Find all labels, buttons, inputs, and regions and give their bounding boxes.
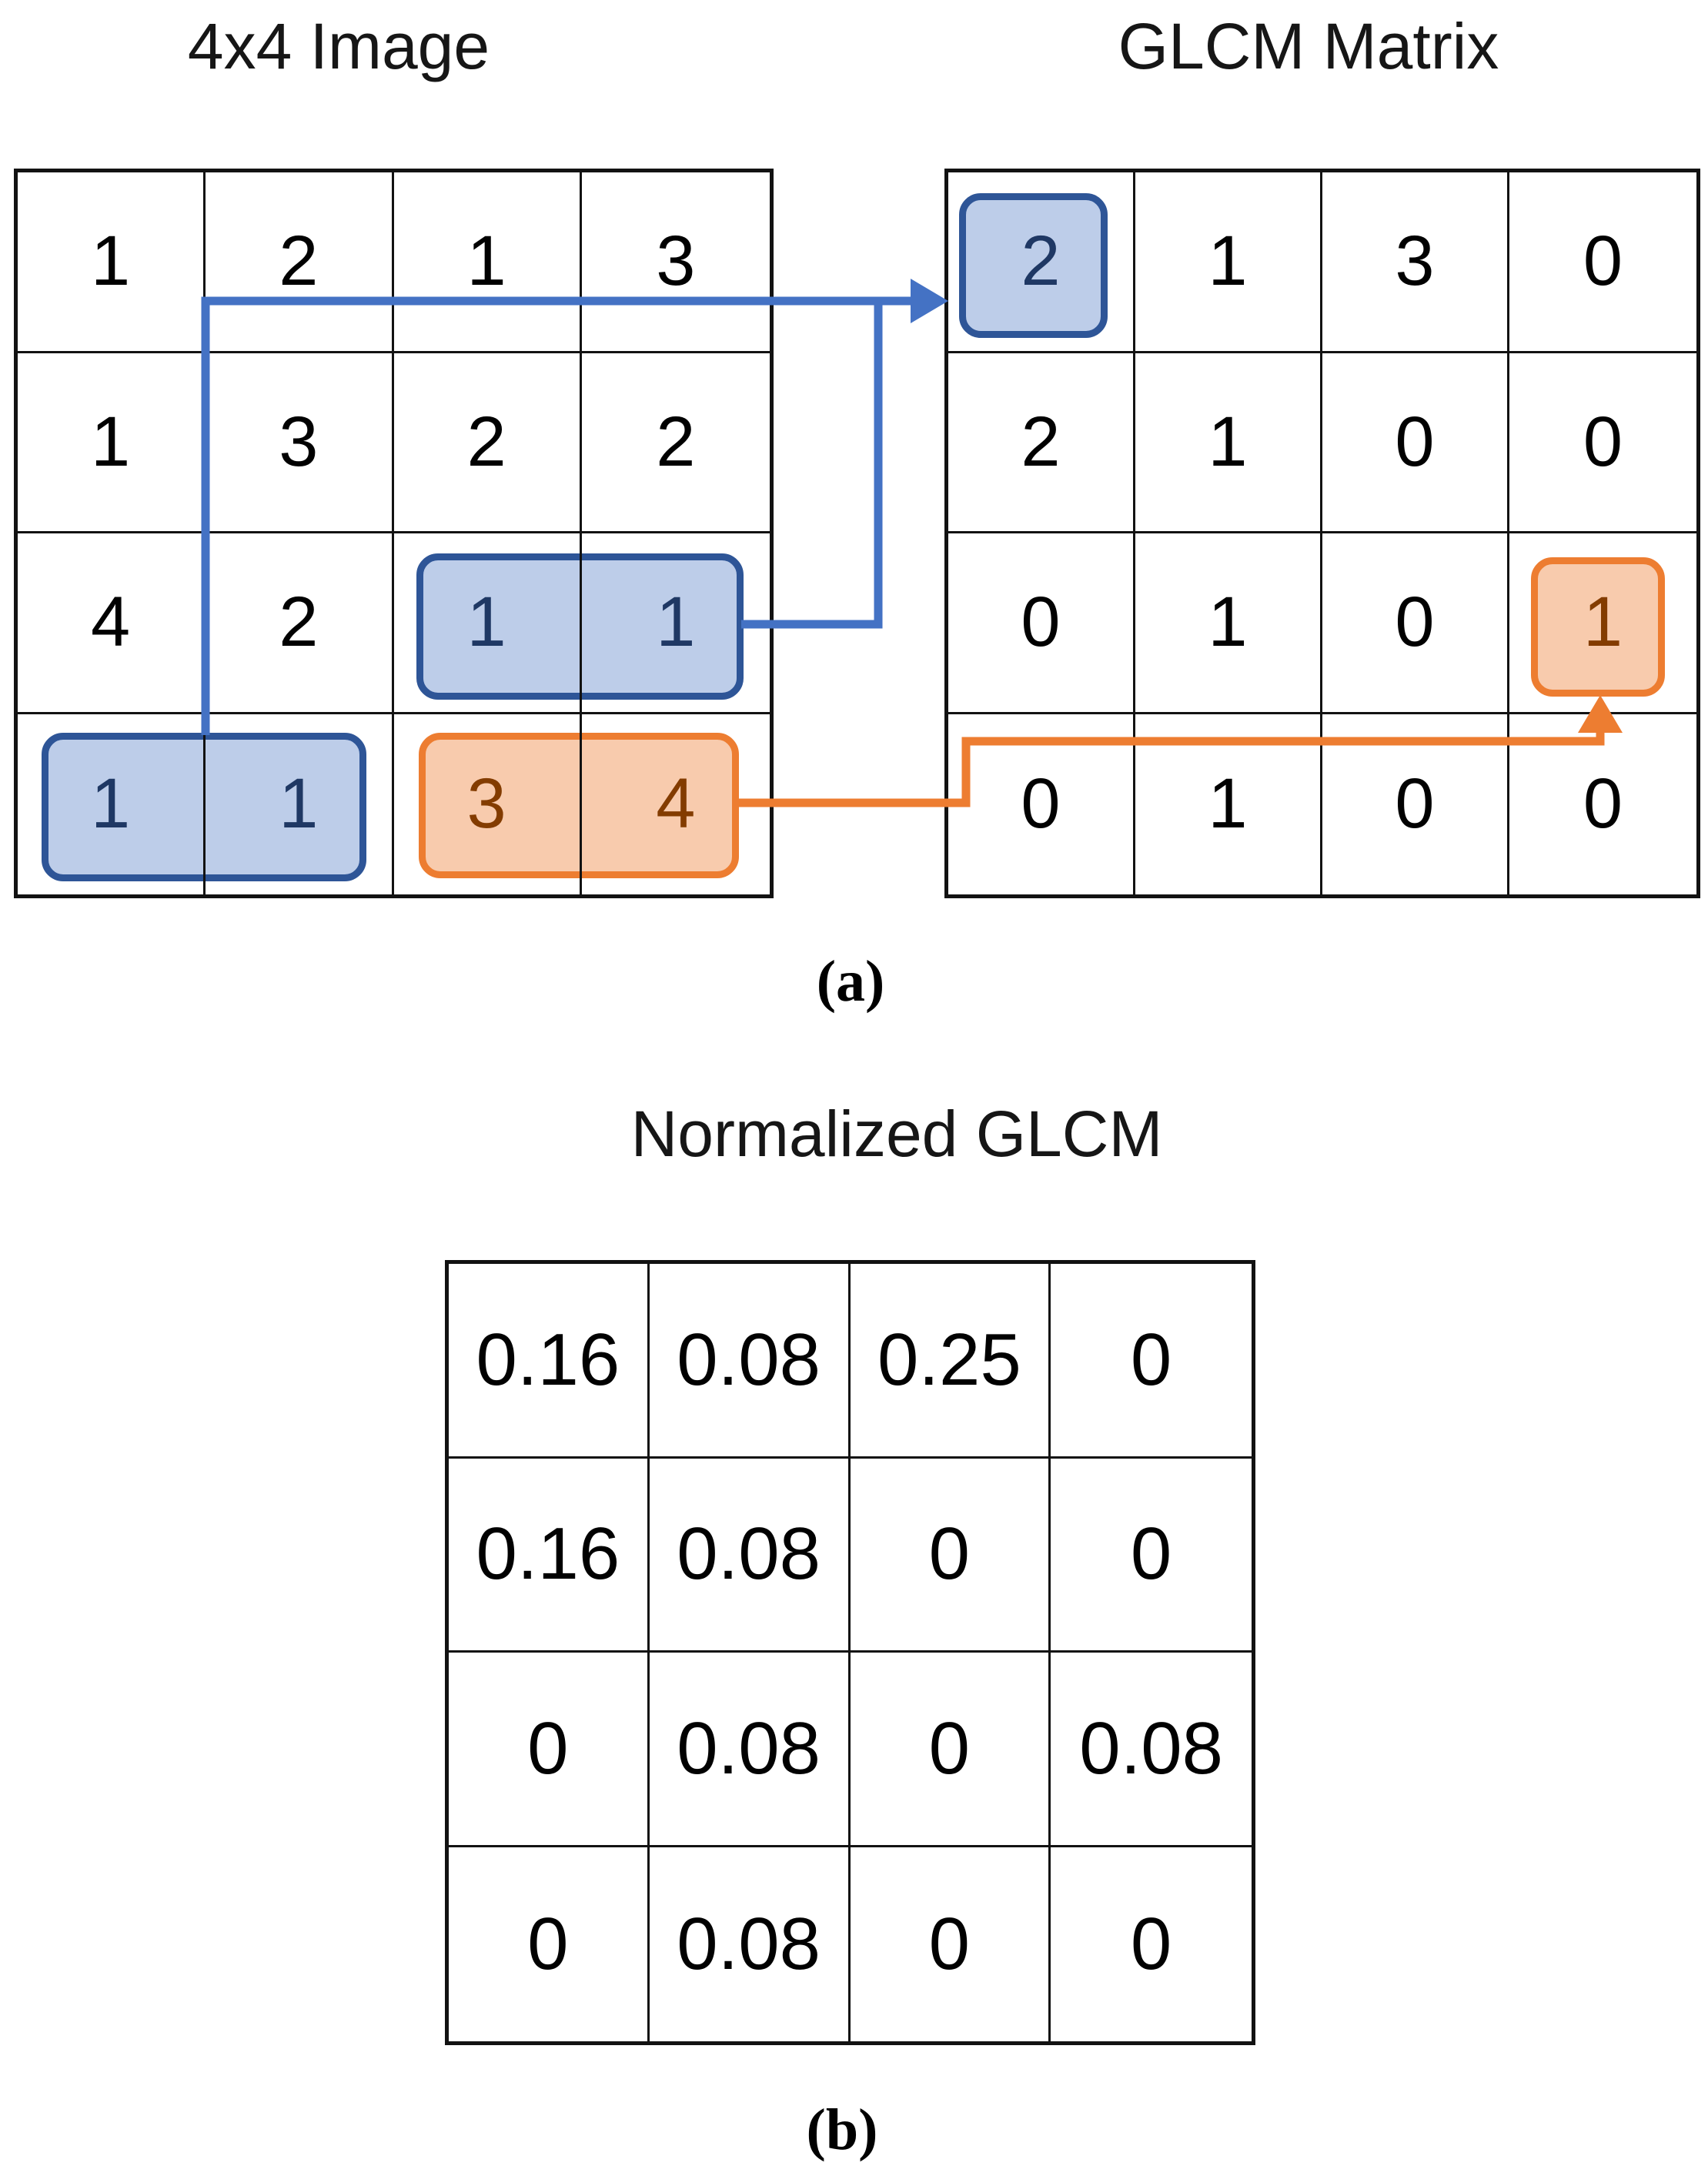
matrix-cell-r2c1: 0.16 (449, 1458, 650, 1653)
matrix-cell-r1c2: 0.08 (649, 1264, 851, 1459)
matrix-cell-r2c3: 0 (1322, 353, 1509, 533)
matrix-cell-r4c1: 0 (948, 714, 1135, 894)
matrix-cell-r3c3: 0 (850, 1653, 1051, 1847)
normalized-glcm-title: Normalized GLCM (630, 1098, 1163, 1170)
highlight-glcm-r3c4-orange (1531, 557, 1665, 697)
blue-arrowhead-icon (911, 279, 948, 323)
matrix-cell-r2c3: 2 (393, 353, 582, 533)
matrix-cell-r3c1: 4 (18, 533, 206, 714)
matrix-cell-r1c2: 1 (1135, 172, 1322, 353)
matrix-cell-r4c1: 1 (18, 714, 206, 894)
matrix-cell-r2c2: 3 (206, 353, 394, 533)
matrix-cell-r3c3: 0 (1322, 533, 1509, 714)
matrix-cell-r2c2: 0.08 (649, 1458, 851, 1653)
glcm-matrix-title: GLCM Matrix (1118, 10, 1499, 82)
matrix-cell-r1c1: 1 (18, 172, 206, 353)
matrix-cell-r1c1: 2 (948, 172, 1135, 353)
matrix-cell-r3c4: 1 (1509, 533, 1696, 714)
matrix-cell-r4c2: 0.08 (650, 1847, 851, 2041)
matrix-cell-r3c2: 0.08 (649, 1653, 851, 1847)
matrix-cell-r1c2: 2 (206, 172, 394, 353)
matrix-cell-r1c3: 1 (393, 172, 582, 353)
panel-b-label: (b) (806, 2097, 878, 2162)
matrix-cell-r2c4: 2 (581, 353, 770, 533)
matrix-cell-r3c2: 1 (1135, 533, 1322, 714)
matrix-cell-r2c2: 1 (1135, 353, 1322, 533)
matrix-cell-r2c4: 0 (1509, 353, 1696, 533)
matrix-cell-r3c2: 2 (206, 533, 394, 714)
matrix-cell-r4c4: 4 (656, 764, 696, 844)
matrix-cell-r3c4: 1 (581, 533, 770, 714)
matrix-cell-r4c4: 0 (1583, 764, 1623, 844)
matrix-cell-r4c3: 0 (1322, 714, 1509, 894)
image-matrix-title: 4x4 Image (187, 10, 490, 82)
matrix-cell-r4c4: 0 (1130, 1902, 1172, 1985)
panel-a-label: (a) (816, 949, 885, 1014)
matrix-cell-r1c4: 0 (1509, 172, 1696, 353)
matrix-cell-r1c3: 3 (1322, 172, 1509, 353)
matrix-cell-r3c3: 1 (393, 533, 582, 714)
highlight-glcm-r1c1-blue (959, 193, 1108, 338)
matrix-cell-r2c3: 0 (850, 1458, 1051, 1653)
highlight-image-row4-cols34-orange (419, 733, 739, 878)
matrix-cell-r4c3: 3 (394, 714, 582, 894)
matrix-cell-r4c2: 1 (206, 714, 394, 894)
matrix-cell-r2c4: 0 (1051, 1459, 1252, 1653)
matrix-cell-r1c3: 0.25 (850, 1264, 1051, 1459)
matrix-cell-r2c1: 1 (18, 353, 206, 533)
matrix-cell-r1c4: 0 (1051, 1264, 1252, 1459)
matrix-cell-r3c1: 0 (948, 533, 1135, 714)
matrix-cell-r1c1: 0.16 (449, 1264, 650, 1459)
matrix-cell-r2c1: 2 (948, 353, 1135, 533)
matrix-cell-r3c4: 0.08 (1051, 1653, 1252, 1847)
matrix-cell-r1c4: 3 (581, 172, 770, 353)
matrix-cell-r4c3: 0 (851, 1847, 1051, 2041)
matrix-cell-r4c1: 0 (449, 1847, 650, 2041)
matrix-cell-r3c1: 0 (449, 1653, 650, 1847)
matrix-cell-r4c2: 1 (1135, 714, 1322, 894)
